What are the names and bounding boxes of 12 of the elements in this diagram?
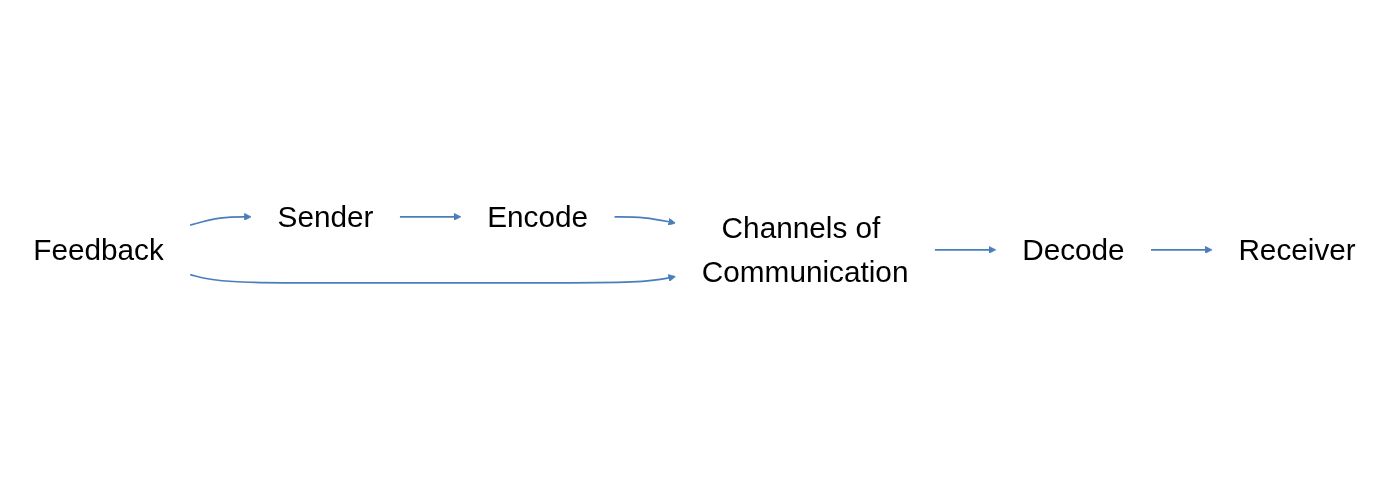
arrow (1150, 246, 1213, 254)
node-text: Sender (277, 199, 374, 234)
arrow (933, 246, 997, 254)
node-text: Channels of Communication (701, 210, 909, 289)
arrow (189, 273, 676, 284)
node-text: Feedback (33, 232, 164, 267)
node-text: Encode (487, 199, 589, 234)
node-text: Decode (1022, 232, 1125, 267)
arrow (613, 215, 676, 226)
arrow (398, 213, 462, 221)
node-text: Receiver (1238, 232, 1356, 267)
arrow (189, 213, 252, 226)
